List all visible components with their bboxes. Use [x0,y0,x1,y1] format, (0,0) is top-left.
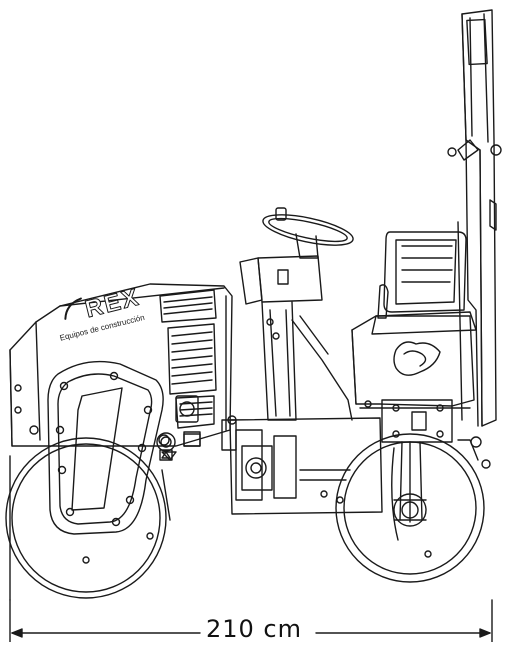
steering-column [239,207,354,421]
dimension-label: 210 cm [205,615,302,643]
rops-frame [447,9,502,427]
control-panel [158,395,201,461]
drive-motor [393,493,427,527]
front-drum-guard [47,360,164,535]
center-chassis [221,415,383,515]
hydraulic-motor-plate [381,399,453,541]
front-drum [5,437,171,601]
rear-drum [335,433,491,583]
rex-logo: REX Equipos de construcción [59,283,146,342]
operator-seat [371,231,477,335]
engine-hood [9,283,233,461]
vent-grille-side [167,323,217,395]
vent-grille-top [159,289,217,323]
warning-label-icon [159,449,173,461]
front-drum-hub [82,532,154,564]
width-dimension [9,599,493,643]
rear-body [351,315,475,409]
vent-grille-lower [175,395,215,429]
